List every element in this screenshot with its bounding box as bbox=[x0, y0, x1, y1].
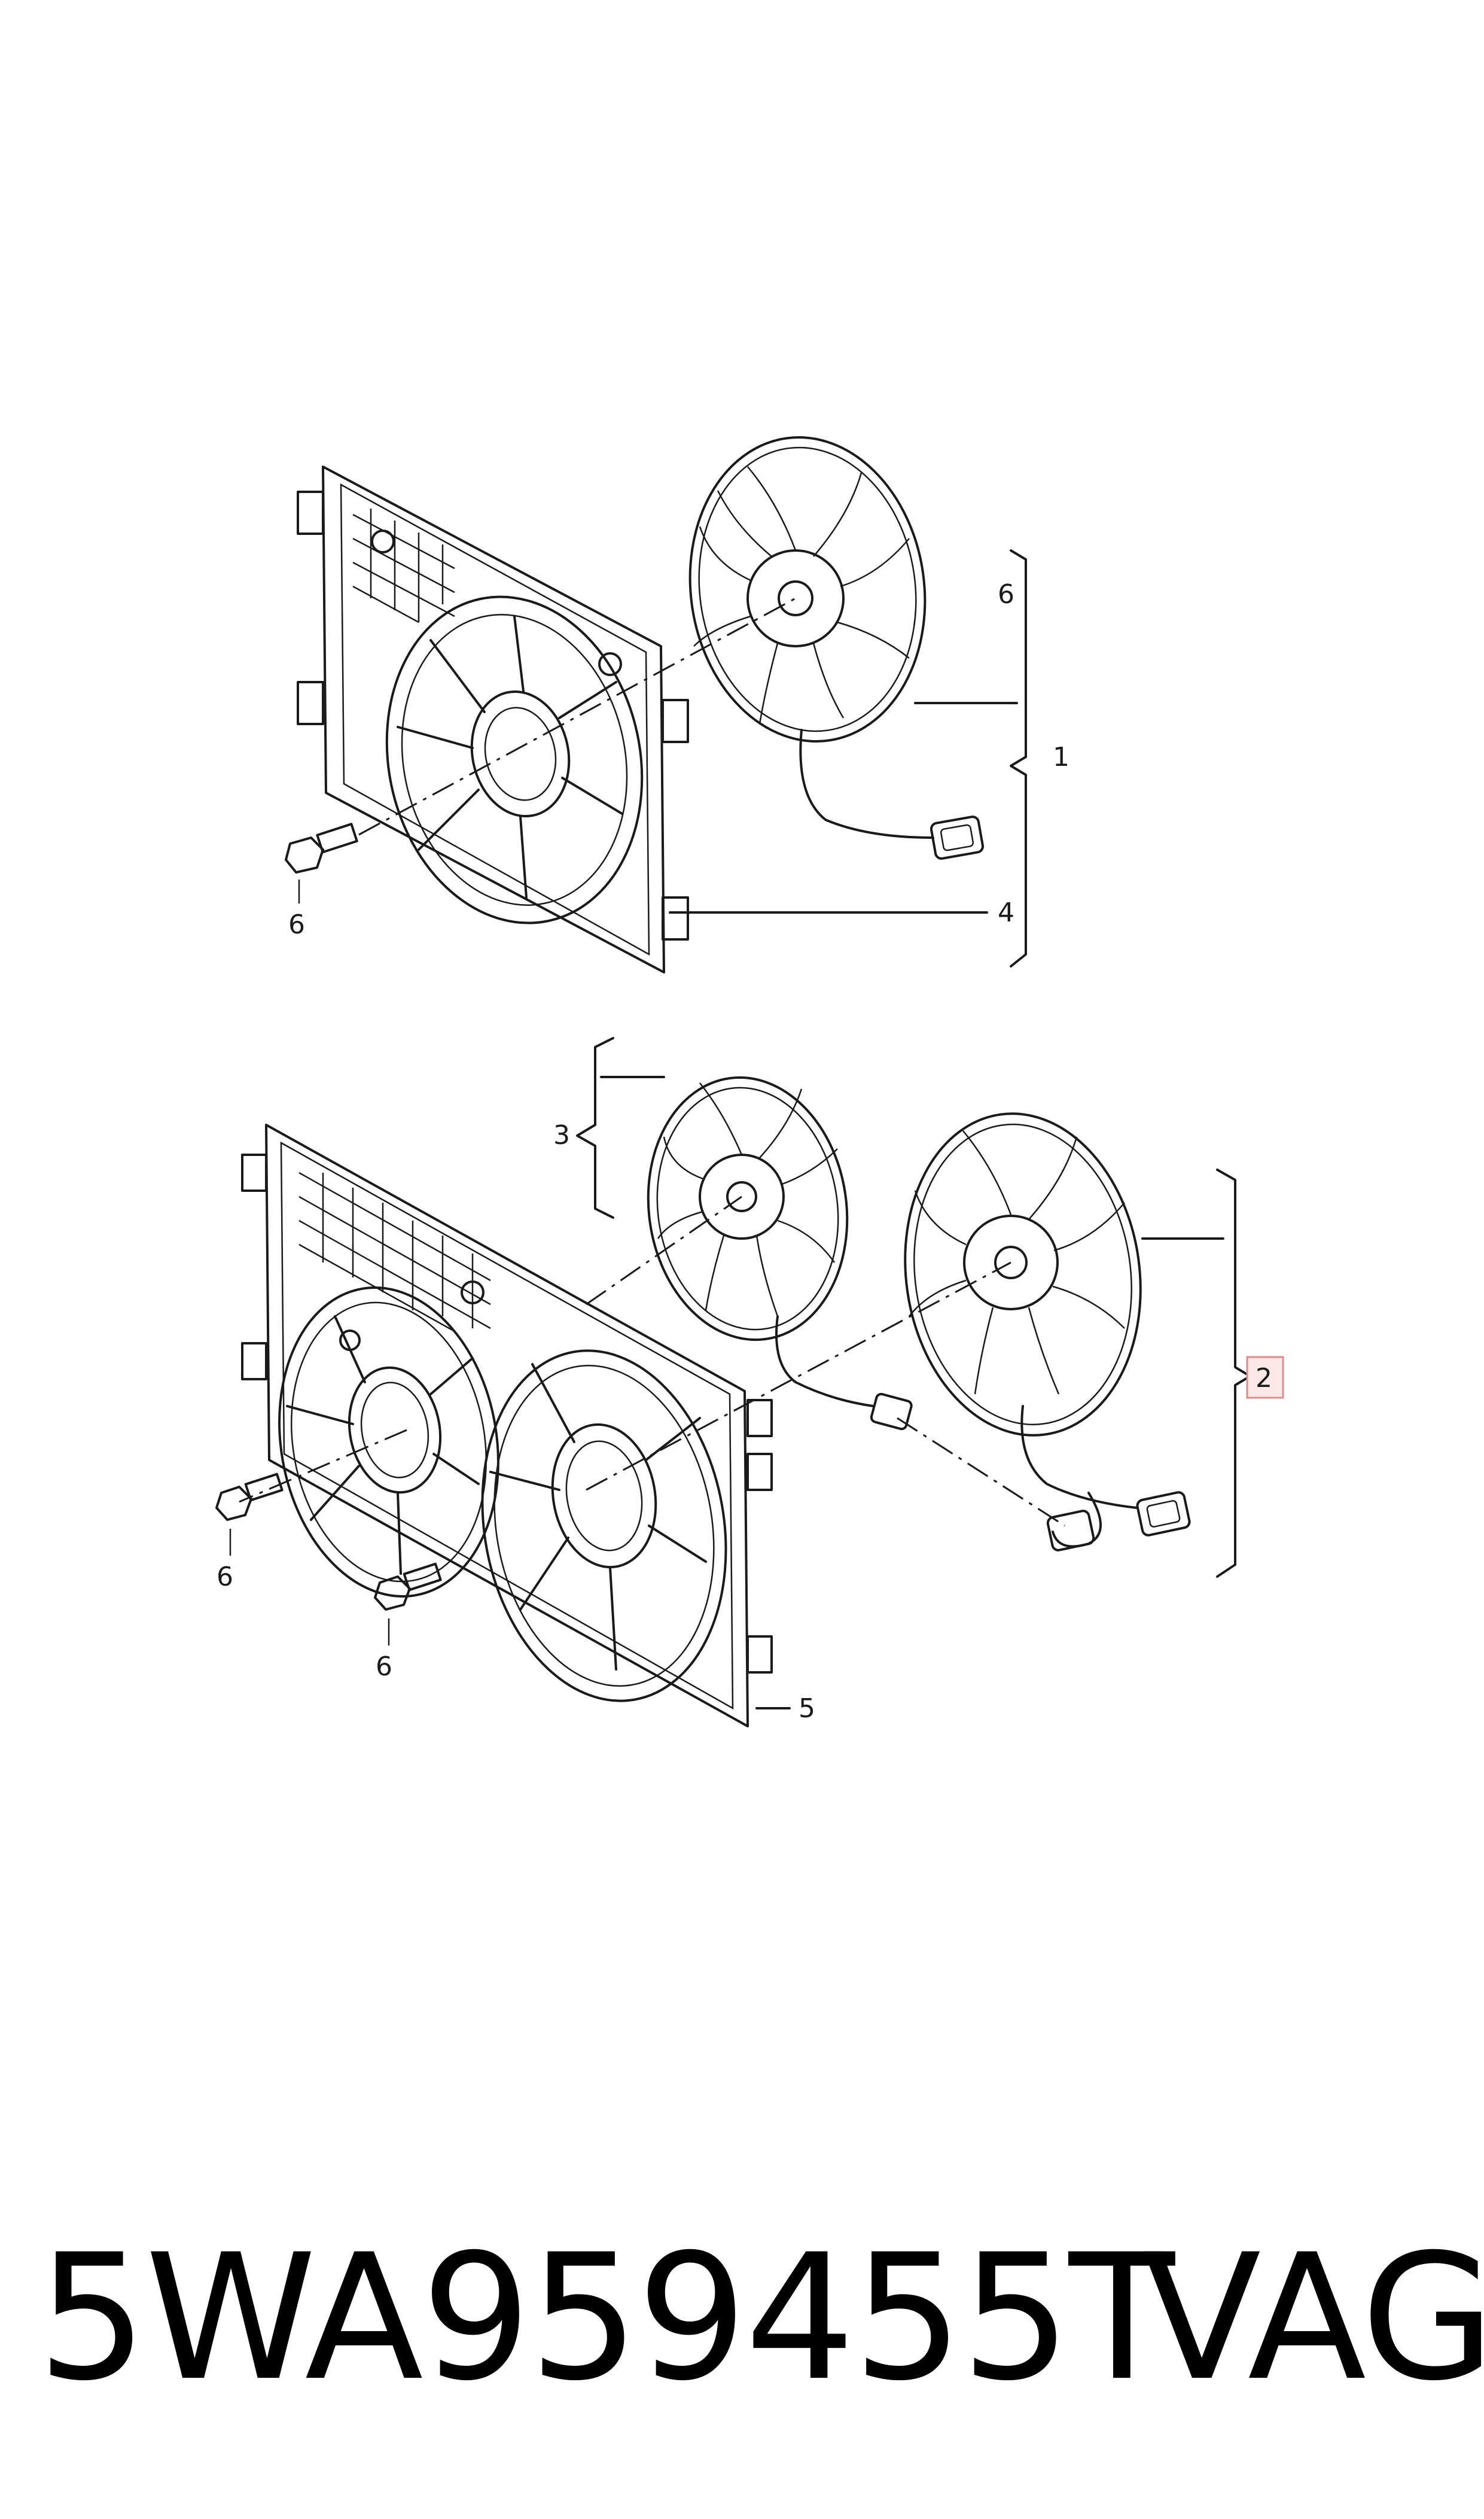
single-fan-shroud bbox=[297, 466, 689, 973]
callout-top-bolt: 6 bbox=[288, 909, 305, 940]
callout-top-assembly: 1 bbox=[1053, 742, 1069, 772]
callout-fan-pair[interactable]: 2 bbox=[1256, 1363, 1272, 1394]
top-bracket-group bbox=[669, 549, 1027, 968]
callout-top-fan: 6 bbox=[998, 579, 1014, 610]
top-fan-motor bbox=[688, 436, 985, 860]
large-fan-motor bbox=[904, 1112, 1191, 1551]
small-fan-motor bbox=[647, 1076, 913, 1431]
part-number-label: 5WA959455T bbox=[37, 2217, 1175, 2419]
bottom-bolt-lower bbox=[374, 1562, 442, 1645]
top-bolt bbox=[285, 823, 358, 903]
callout-highlight-box bbox=[1246, 1356, 1284, 1399]
bottom-bolt-left bbox=[215, 1473, 284, 1556]
dual-fan-shroud bbox=[241, 1124, 773, 1727]
bottom-bracket-group bbox=[576, 1037, 1251, 1709]
callout-bolt-lower: 6 bbox=[376, 1651, 392, 1682]
callout-shroud: 5 bbox=[799, 1693, 815, 1724]
callout-bolt-left: 6 bbox=[217, 1562, 233, 1592]
callout-top-bracket: 4 bbox=[998, 898, 1014, 928]
brand-label: VAG bbox=[1142, 2217, 1484, 2419]
callout-small-fan: 3 bbox=[553, 1120, 570, 1151]
